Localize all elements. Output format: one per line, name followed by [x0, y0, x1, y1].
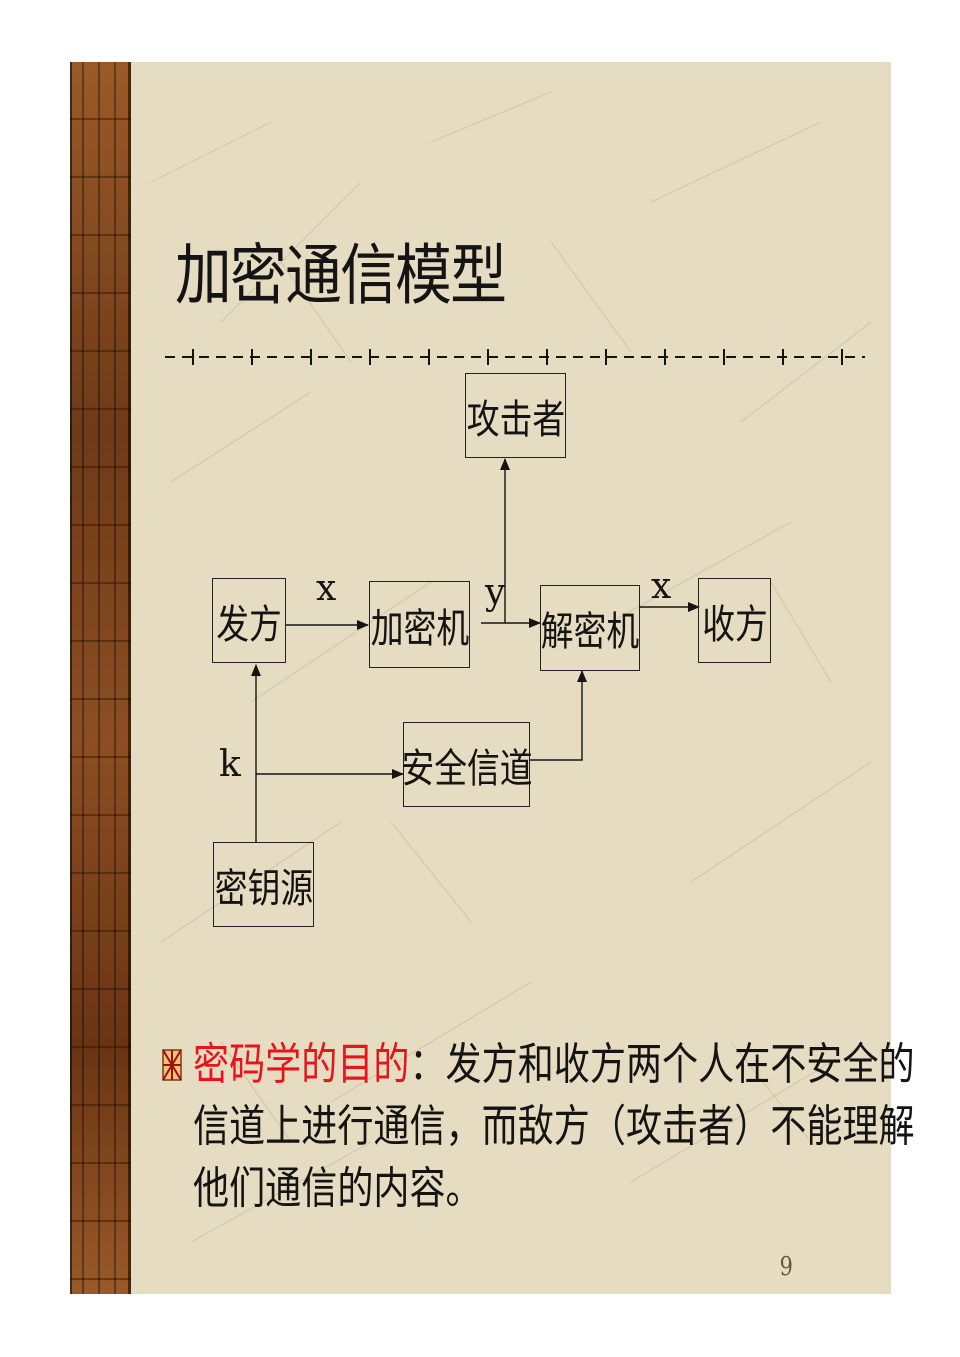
node-sender: 发方	[212, 578, 286, 663]
divider-ticks	[192, 349, 843, 365]
node-key-source: 密钥源	[213, 842, 314, 927]
body-highlight: 密码学的目的	[193, 1039, 410, 1090]
slide-title: 加密通信模型	[175, 237, 507, 314]
node-secure-channel: 安全信道	[401, 722, 532, 807]
node-attacker: 攻击者	[465, 373, 566, 458]
parchment-texture	[150, 91, 872, 1243]
body-line-2: 信道上进行通信，而敌方（攻击者）不能理解	[193, 1101, 915, 1152]
label-y: y	[485, 572, 506, 613]
bullet-icon	[162, 1049, 182, 1081]
label-k: k	[219, 744, 241, 785]
body-line-3: 他们通信的内容。	[193, 1163, 482, 1214]
body-paragraph: 密码学的目的：发方和收方两个人在不安全的 信道上进行通信，而敌方（攻击者）不能理…	[193, 1034, 915, 1220]
label-x-out: x	[651, 566, 672, 607]
body-line-1: 密码学的目的：发方和收方两个人在不安全的	[193, 1039, 915, 1090]
node-decryptor: 解密机	[540, 585, 640, 671]
node-encryptor: 加密机	[369, 581, 470, 668]
label-x-in: x	[316, 568, 337, 609]
page-number: 9	[779, 1252, 793, 1282]
node-receiver: 收方	[698, 578, 771, 663]
slide	[70, 62, 891, 1294]
edge-channel-decryptor	[530, 670, 587, 761]
wood-border	[70, 62, 131, 1294]
